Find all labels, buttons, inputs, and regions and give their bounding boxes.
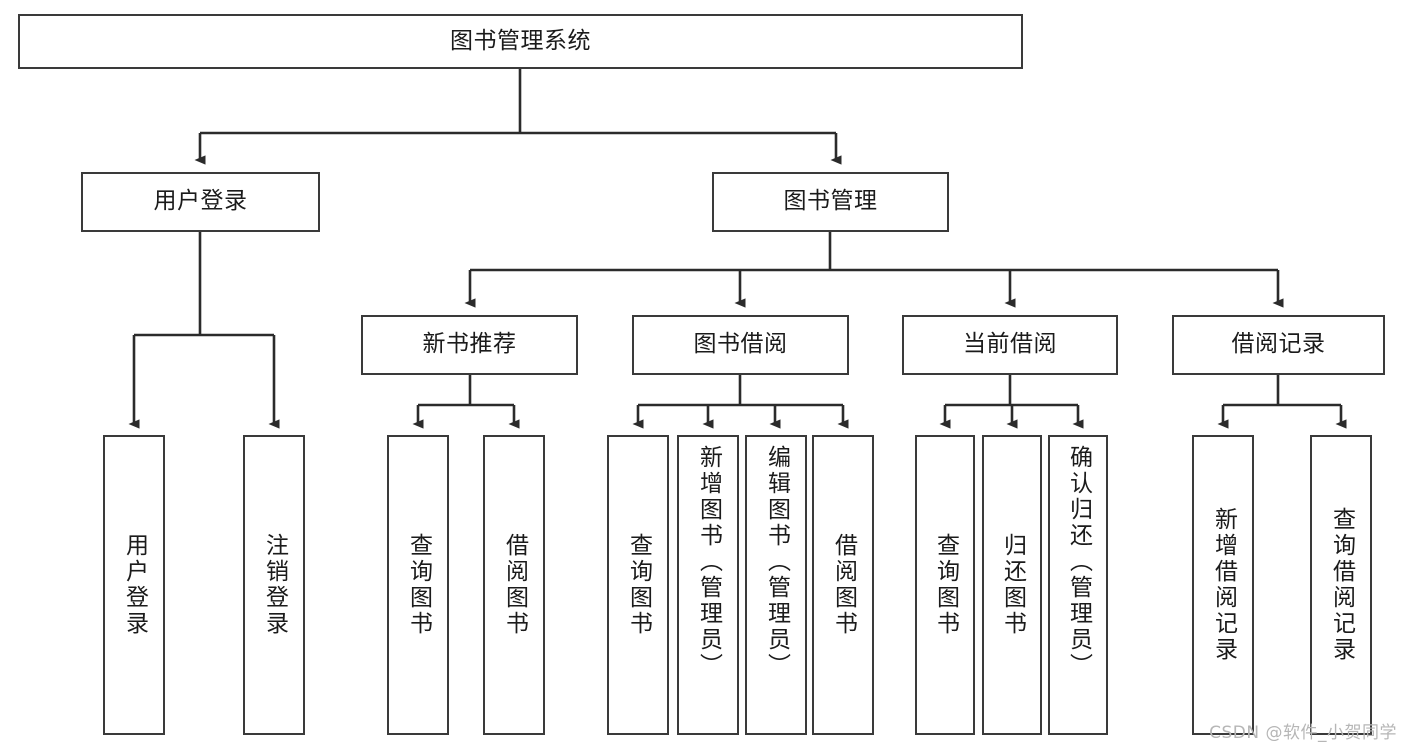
leaf-query-record[interactable]: 查询借阅记录: [1310, 435, 1372, 735]
leaf-confirm-return-label: 确认归还（管理员）: [1065, 445, 1092, 679]
leaf-return-book-label: 归还图书: [999, 533, 1026, 637]
node-root-label: 图书管理系统: [450, 27, 591, 54]
node-book-management[interactable]: 图书管理: [712, 172, 949, 232]
leaf-query-book-3-label: 查询图书: [932, 533, 959, 637]
leaf-edit-book[interactable]: 编辑图书（管理员）: [745, 435, 807, 735]
leaf-add-record-label: 新增借阅记录: [1210, 507, 1237, 663]
leaf-query-book-3[interactable]: 查询图书: [915, 435, 975, 735]
node-book-borrow-label: 图书借阅: [693, 331, 788, 358]
leaf-add-book[interactable]: 新增图书（管理员）: [677, 435, 739, 735]
node-current-borrow-label: 当前借阅: [963, 331, 1057, 358]
node-new-book-recommend[interactable]: 新书推荐: [361, 315, 578, 375]
node-borrow-record[interactable]: 借阅记录: [1172, 315, 1385, 375]
node-borrow-record-label: 借阅记录: [1231, 331, 1326, 358]
node-user-login-label: 用户登录: [153, 188, 248, 215]
leaf-query-book-2[interactable]: 查询图书: [607, 435, 669, 735]
node-user-login[interactable]: 用户登录: [81, 172, 320, 232]
leaf-logout-label: 注销登录: [261, 533, 288, 637]
leaf-confirm-return[interactable]: 确认归还（管理员）: [1048, 435, 1108, 735]
node-root[interactable]: 图书管理系统: [18, 14, 1023, 69]
leaf-query-record-label: 查询借阅记录: [1328, 507, 1355, 663]
leaf-borrow-book-2-label: 借阅图书: [830, 533, 857, 637]
leaf-query-book-2-label: 查询图书: [625, 533, 652, 637]
leaf-add-record[interactable]: 新增借阅记录: [1192, 435, 1254, 735]
leaf-add-book-label: 新增图书（管理员）: [695, 445, 722, 679]
leaf-query-book-1[interactable]: 查询图书: [387, 435, 449, 735]
node-current-borrow[interactable]: 当前借阅: [902, 315, 1118, 375]
watermark-text: CSDN @软件_小贺同学: [1209, 723, 1397, 743]
node-new-book-recommend-label: 新书推荐: [422, 331, 517, 358]
node-book-management-label: 图书管理: [783, 188, 878, 215]
leaf-user-login-label: 用户登录: [121, 533, 148, 637]
leaf-logout[interactable]: 注销登录: [243, 435, 305, 735]
leaf-borrow-book-1-label: 借阅图书: [501, 533, 528, 637]
node-book-borrow[interactable]: 图书借阅: [632, 315, 849, 375]
leaf-borrow-book-1[interactable]: 借阅图书: [483, 435, 545, 735]
leaf-edit-book-label: 编辑图书（管理员）: [763, 445, 790, 679]
leaf-query-book-1-label: 查询图书: [405, 533, 432, 637]
leaf-user-login[interactable]: 用户登录: [103, 435, 165, 735]
leaf-borrow-book-2[interactable]: 借阅图书: [812, 435, 874, 735]
leaf-return-book[interactable]: 归还图书: [982, 435, 1042, 735]
